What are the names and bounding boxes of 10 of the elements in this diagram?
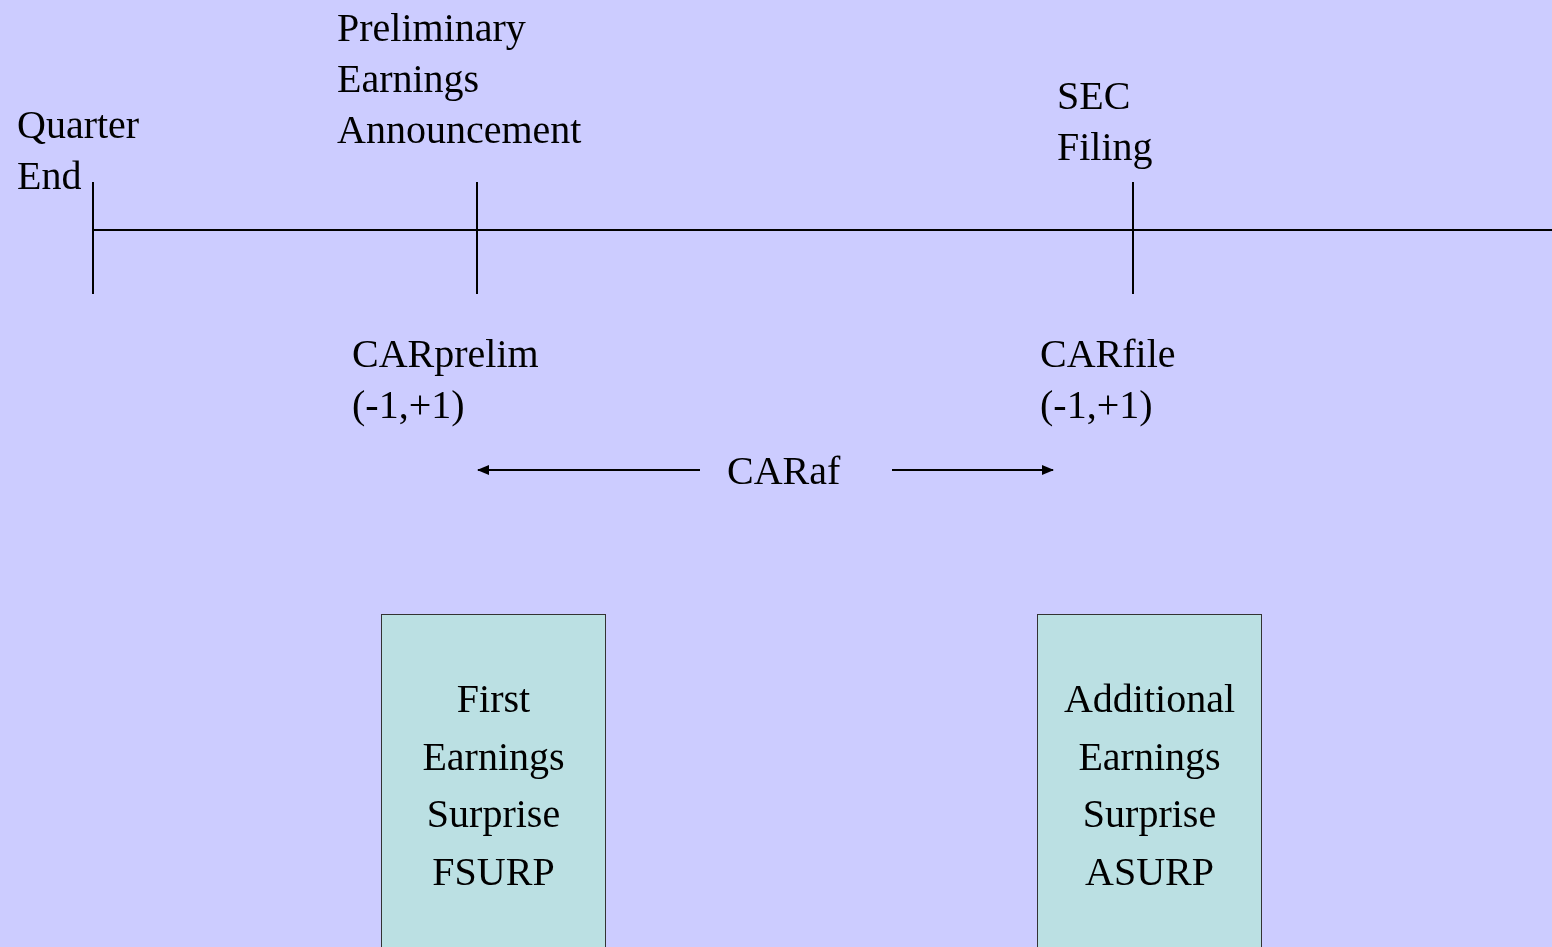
window-label: CARprelim (-1,+1) bbox=[352, 330, 540, 429]
interval-label: CARaf bbox=[727, 447, 842, 495]
event-label: Quarter End bbox=[17, 101, 141, 200]
event-label: SEC Filing bbox=[1057, 72, 1154, 171]
event-label: Preliminary Earnings Announcement bbox=[337, 4, 583, 154]
variable-box bbox=[381, 614, 606, 947]
box-text: Additional Earnings Surprise ASURP bbox=[1062, 675, 1237, 896]
variable-box bbox=[1037, 614, 1262, 947]
box-text: First Earnings Surprise FSURP bbox=[421, 675, 566, 896]
window-label: CARfile (-1,+1) bbox=[1040, 330, 1177, 429]
